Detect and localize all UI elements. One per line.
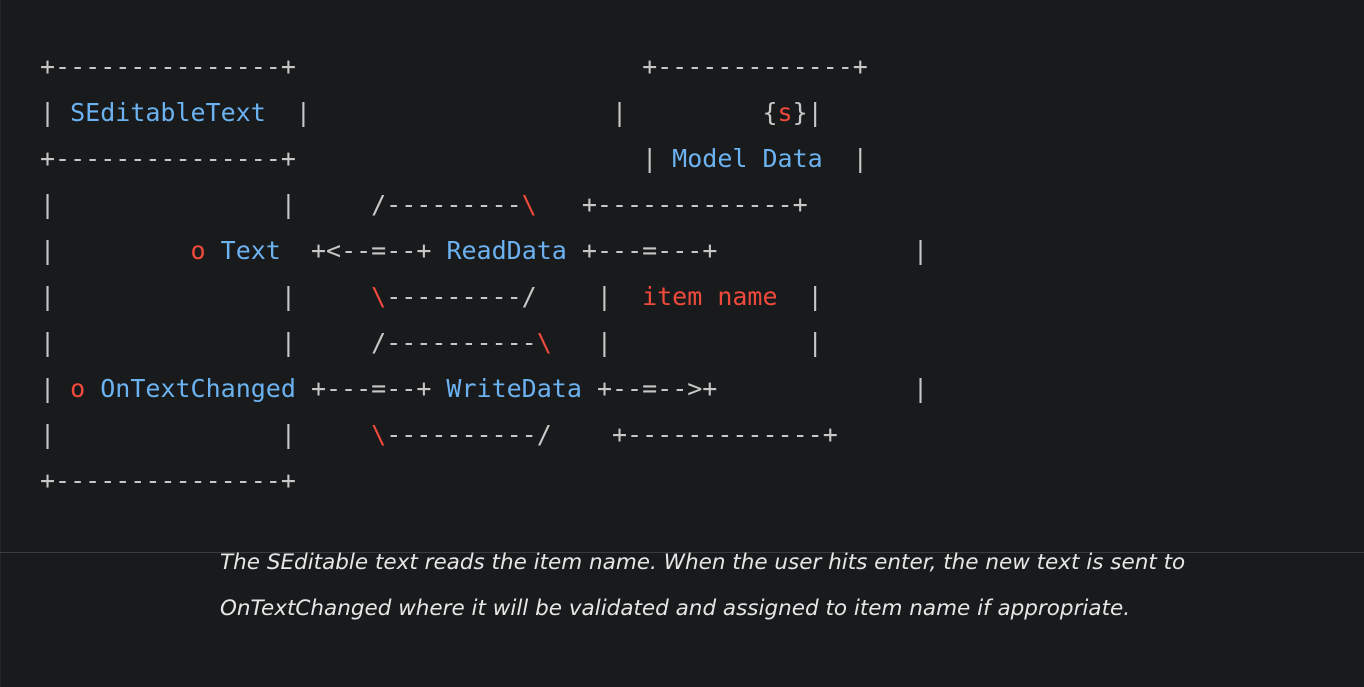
ascii-segment: }| <box>792 98 823 127</box>
ascii-segment: +--=-->+ | <box>581 374 929 403</box>
ascii-segment: \ <box>536 328 552 357</box>
ascii-segment: OnTextChanged <box>100 374 296 403</box>
ascii-segment <box>85 374 100 403</box>
ascii-segment: +<--=--+ <box>280 236 447 265</box>
ascii-segment: | | /--------- <box>40 190 522 219</box>
ascii-segment: \ <box>371 420 387 449</box>
ascii-segment: | <box>777 282 823 311</box>
ascii-segment: Text <box>220 236 281 265</box>
ascii-segment: | | /---------- <box>40 328 537 357</box>
ascii-segment: | <box>642 144 673 173</box>
ascii-segment: ReadData <box>446 236 567 265</box>
ascii-segment: | <box>40 374 71 403</box>
ascii-segment: WriteData <box>446 374 582 403</box>
ascii-segment: +---=--+ <box>295 374 447 403</box>
ascii-segment: | | <box>551 328 823 357</box>
ascii-segment: | | <box>40 282 372 311</box>
ascii-segment <box>296 52 642 81</box>
ascii-segment: \ <box>521 190 537 219</box>
ascii-segment: +---------------+ <box>40 144 296 173</box>
ascii-segment: Model Data <box>672 144 823 173</box>
ascii-segment: o <box>190 236 206 265</box>
ascii-segment: item name <box>642 282 778 311</box>
ascii-segment: \ <box>371 282 387 311</box>
ascii-segment: +---------------+ <box>40 466 296 495</box>
ascii-segment <box>311 98 612 127</box>
horizontal-divider <box>0 552 1364 553</box>
ascii-segment: +---------------+ <box>40 52 296 81</box>
ascii-segment: +-------------+ <box>536 190 808 219</box>
ascii-diagram: +---------------+ +-------------+ | SEdi… <box>40 44 928 504</box>
ascii-segment <box>206 236 221 265</box>
ascii-segment: +---=---+ | <box>566 236 929 265</box>
ascii-segment: +-------------+ <box>642 52 868 81</box>
ascii-segment: | <box>40 98 71 127</box>
ascii-segment: | <box>40 236 191 265</box>
ascii-segment: | | <box>40 420 372 449</box>
ascii-segment: | <box>822 144 868 173</box>
ascii-segment: | { <box>611 98 778 127</box>
ascii-segment: SEditableText <box>70 98 266 127</box>
ascii-segment: | <box>265 98 311 127</box>
ascii-segment: ----------/ +-------------+ <box>386 420 838 449</box>
diagram-caption: The SEditable text reads the item name. … <box>220 550 1186 621</box>
ascii-segment <box>296 144 642 173</box>
ascii-segment: ---------/ | <box>386 282 643 311</box>
page-left-edge <box>0 0 1 687</box>
ascii-segment: o <box>70 374 86 403</box>
ascii-segment: s <box>777 98 793 127</box>
